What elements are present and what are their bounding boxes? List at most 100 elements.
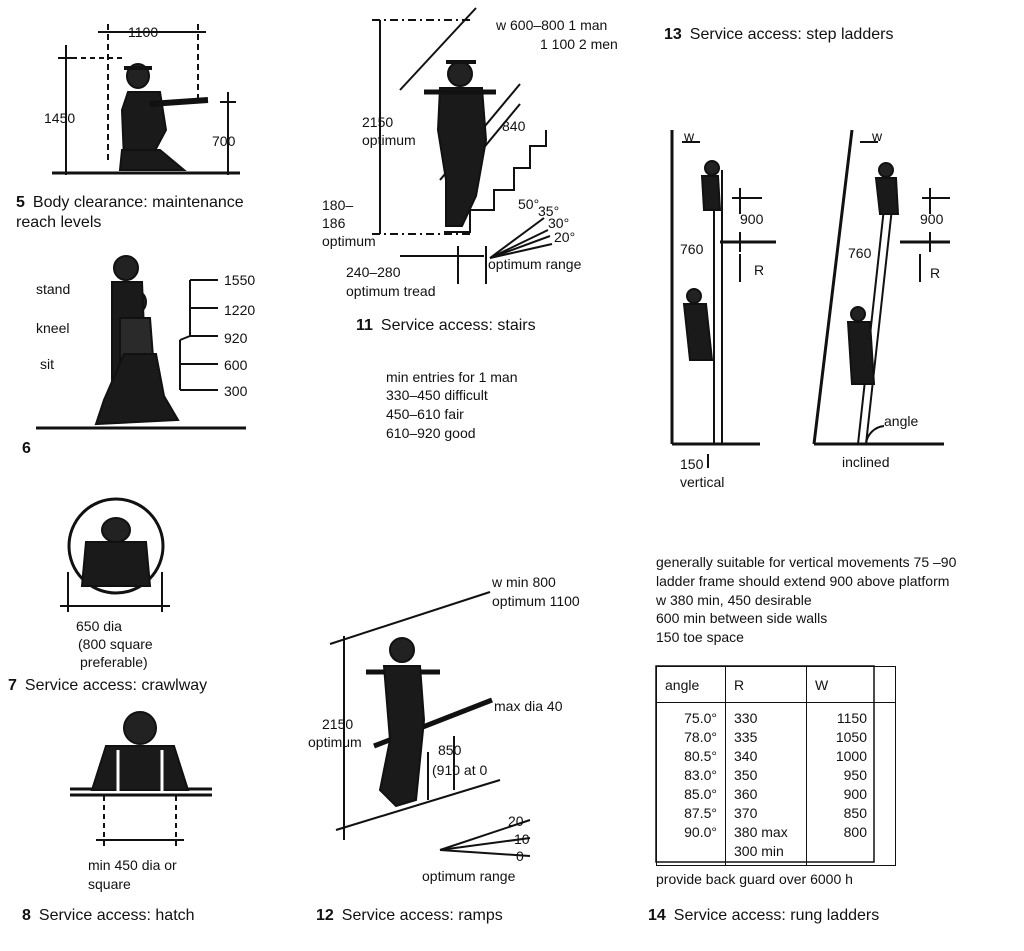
w-value: 950 [843,767,867,783]
r-column: 330 335 340 350 360 370 380 max 300 min [725,702,807,866]
fig7-caption-text: Service access: crawlway [24,677,208,694]
fig14-note-2: ladder frame should extend 900 above pla… [656,573,950,589]
fig13-dim-760-inclined: 760 [848,245,872,261]
fig6-label-sit: sit [40,356,54,372]
table-header-w: W [806,666,896,703]
fig13-r-vertical: R [754,262,765,278]
fig12-drawing [329,591,531,857]
angle-value: 75.0° [684,710,717,726]
w-value: 1150 [836,710,867,726]
fig12-caption-text: Service access: ramps [341,907,503,924]
table-header-r: R [725,666,807,703]
fig14-caption-text: Service access: rung ladders [673,907,880,924]
fig14-note-3: w 380 min, 450 desirable [656,592,812,608]
fig7-dim-line2: (800 square [78,636,153,652]
r-value: 360 [734,786,758,802]
fig6-level-1: 1550 [224,272,256,288]
fig11-drawing [372,7,553,284]
fig5-number: 5 [16,194,25,211]
fig5-caption-line2: reach levels [16,214,102,231]
fig7-drawing [60,497,170,612]
fig8-number: 8 [22,907,31,924]
fig8-caption-text: Service access: hatch [38,907,195,924]
r-value: 330 [734,710,758,726]
fig8-dim-line2: square [88,876,131,892]
fig6-number: 6 [22,440,31,457]
fig6-level-5: 300 [224,383,248,399]
fig5-width-dim: 1100 [128,24,159,40]
fig11-entry-1: 330–450 difficult [386,387,488,403]
fig12-rail-height-line2: (910 at 0 [432,762,488,778]
fig11-entries-title: min entries for 1 man [386,369,518,385]
table-row: 75.0° 78.0° 80.5° 83.0° 85.0° 87.5° 90.0… [656,702,896,866]
fig14-note-1: generally suitable for vertical movement… [656,554,957,570]
fig11-height-value: 2150 [362,114,394,130]
r-value: 350 [734,767,758,783]
fig6-label-kneel: kneel [36,320,70,336]
fig11-width-line2: 1 100 2 men [540,36,618,52]
fig12-angle-1: 20 [508,813,524,829]
fig11-angle-4: 20° [554,229,576,245]
fig12-width-line2: optimum 1100 [492,593,580,609]
angle-column: 75.0° 78.0° 80.5° 83.0° 85.0° 87.5° 90.0… [656,702,726,866]
r-value: 335 [734,729,758,745]
fig11-number: 11 [356,317,373,334]
fig11-angle-2: 35° [538,203,560,219]
table-header-angle: angle [656,666,726,703]
r-value: 380 max [734,824,788,840]
fig11-riser-line3: optimum [322,233,376,249]
angle-value: 90.0° [684,824,717,840]
fig5-height-dim: 1450 [44,110,76,126]
fig12-angle-2: 10 [514,831,530,847]
w-value: 850 [843,805,867,821]
fig13-caption: 13 Service access: step ladders [664,26,893,44]
fig14-footnote: provide back guard over 6000 h [656,871,853,887]
fig7-number: 7 [8,677,17,694]
fig13-angle-label: angle [884,413,919,429]
fig13-drawing [670,129,950,468]
fig12-height-label: optimum [308,734,362,750]
w-value: 900 [843,786,867,802]
fig11-entry-3: 610–920 good [386,425,476,441]
fig13-r-inclined: R [930,265,941,281]
fig11-riser-line2: 186 [322,215,346,231]
fig13-number: 13 [664,26,682,43]
fig5-reach-dim: 700 [212,133,236,149]
fig12-rail-height-line1: 850 [438,742,462,758]
fig13-dim-900-vertical: 900 [740,211,764,227]
fig11-entry-2: 450–610 fair [386,406,464,422]
angle-value: 83.0° [684,767,717,783]
fig13-w-vertical: w [684,128,695,144]
fig14-note-4: 600 min between side walls [656,610,828,626]
w-value: 1050 [835,729,867,745]
table-header-row: angle R W [656,666,896,703]
fig12-width-line1: w min 800 [492,574,556,590]
fig12-handrail-dim: max dia 40 [494,698,563,714]
fig7-caption: 7 Service access: crawlway [8,677,207,695]
fig6-drawing [36,255,246,430]
rung-ladder-table: angle R W 75.0° 78.0° 80.5° 83.0° 85.0° … [656,666,896,866]
angle-value: 78.0° [684,729,717,745]
fig13-dim-900-inclined: 900 [920,211,944,227]
fig12-range-label: optimum range [422,868,516,884]
fig11-angle-3: 30° [548,215,570,231]
fig11-riser-depth: 840 [502,118,526,134]
fig13-vertical-label: vertical [680,474,725,490]
fig11-width-line1: w 600–800 1 man [496,17,608,33]
fig11-tread-line1: 240–280 [346,264,401,280]
fig13-caption-text: Service access: step ladders [689,26,894,43]
fig6-label-stand: stand [36,281,71,297]
fig6-level-4: 600 [224,357,248,373]
fig8-dim-line1: min 450 dia or [88,857,177,873]
fig5-drawing [52,24,240,175]
fig12-angle-3: 0 [516,848,524,864]
fig13-inclined-label: inclined [842,454,890,470]
angle-value: 87.5° [684,805,717,821]
fig12-number: 12 [316,907,334,924]
fig12-caption: 12 Service access: ramps [316,907,503,925]
